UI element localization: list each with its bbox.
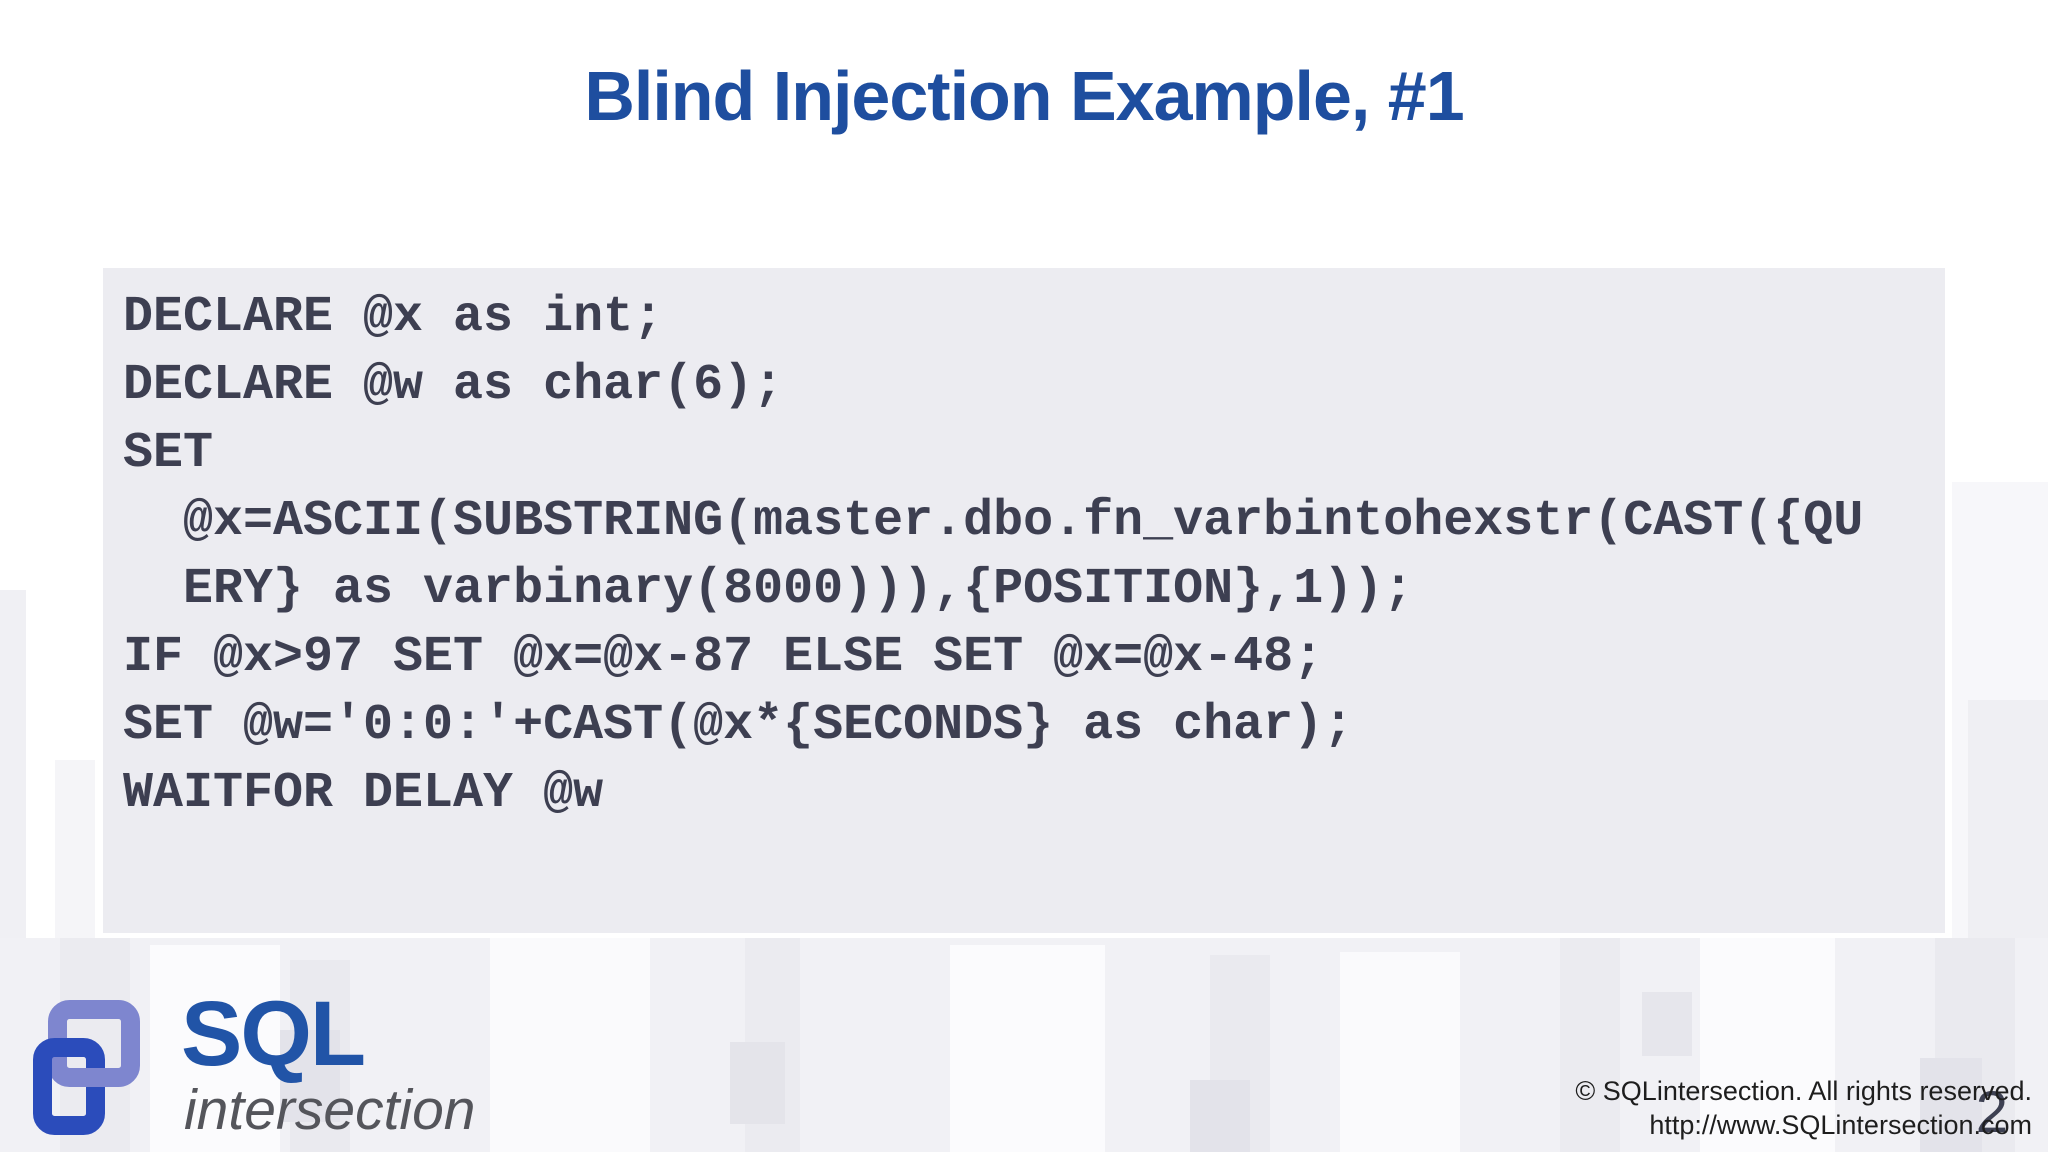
pattern-block [0,590,26,938]
pattern-block [1190,1080,1250,1152]
logo-text-sql: SQL [181,983,366,1085]
pattern-block [1968,700,2048,938]
pattern-block [730,1042,785,1124]
pattern-block [950,945,1105,1152]
sql-code-block: DECLARE @x as int; DECLARE @w as char(6)… [103,268,1945,933]
pattern-block [1560,938,1620,1152]
pattern-block [490,938,650,1152]
slide-title: Blind Injection Example, #1 [584,57,1464,135]
pattern-block [1920,1058,1982,1152]
page-number: 2 [1975,1080,2008,1145]
pattern-block [1340,952,1460,1152]
logo-text-intersection: intersection [184,1078,476,1142]
copyright: © SQLintersection. All rights reserved. … [1575,1074,2032,1142]
pattern-block [1700,938,1835,1152]
chain-links-icon [33,1000,140,1135]
copyright-line1: © SQLintersection. All rights reserved. [1575,1076,2032,1106]
pattern-block [55,760,95,938]
pattern-block [280,1030,340,1122]
pattern-block [150,945,280,1152]
copyright-line2: http://www.SQLintersection.com [1649,1110,2032,1140]
pattern-block [1642,992,1692,1056]
